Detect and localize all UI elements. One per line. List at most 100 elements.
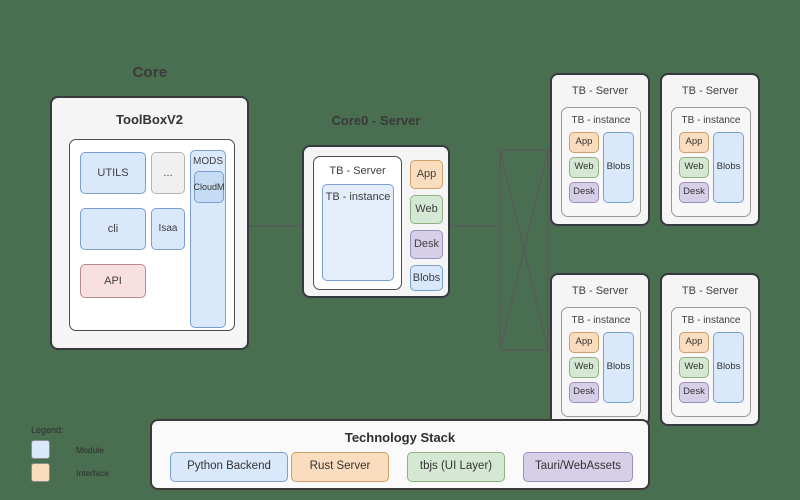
server-top-left-blobs-label: Blobs	[606, 161, 631, 173]
server-top-right: TB - Server TB - instance App Web Desk B…	[660, 73, 760, 226]
server-bottom-left-web-label: Web	[574, 361, 594, 373]
server-bottom-right-blobs-label: Blobs	[716, 361, 741, 373]
server-top-right-blobs[interactable]: Blobs	[713, 132, 744, 203]
server-bottom-left-app-label: App	[575, 336, 593, 348]
server-bottom-left-app[interactable]: App	[569, 332, 599, 353]
mods-container: MODS CloudM	[190, 150, 226, 328]
legend-swatch-interface	[31, 463, 50, 482]
server-top-right-instance-label: TB - instance	[681, 115, 741, 126]
module-cli[interactable]: cli	[80, 208, 146, 250]
core0-tbinstance[interactable]: TB - instance	[322, 184, 394, 281]
server-bottom-left-desk-label: Desk	[573, 386, 595, 398]
interface-api[interactable]: API	[80, 264, 146, 298]
core0-service-app-label: App	[416, 168, 437, 181]
server-top-right-desk[interactable]: Desk	[679, 182, 709, 203]
core0-service-app[interactable]: App	[410, 160, 443, 189]
server-top-right-app[interactable]: App	[679, 132, 709, 153]
core0-title: Core0 - Server	[331, 113, 421, 128]
server-bottom-left-desk[interactable]: Desk	[569, 382, 599, 403]
server-top-right-instance: TB - instance App Web Desk Blobs	[671, 107, 751, 217]
server-top-left-instance: TB - instance App Web Desk Blobs	[561, 107, 641, 217]
server-bottom-right-app-label: App	[685, 336, 703, 348]
legend-item-interface-label: Interface	[76, 467, 110, 478]
legend-title: Legend:	[31, 425, 64, 435]
core0-service-web[interactable]: Web	[410, 195, 443, 224]
mods-item-cloudm-label: CloudM	[193, 181, 225, 192]
server-bottom-right-web[interactable]: Web	[679, 357, 709, 378]
legend-swatch-module	[31, 440, 50, 459]
server-bottom-right-blobs[interactable]: Blobs	[713, 332, 744, 403]
module-utils-label: UTILS	[97, 166, 129, 179]
module-placeholder[interactable]: ...	[151, 152, 185, 194]
server-bottom-right-instance-label: TB - instance	[681, 315, 741, 326]
server-bottom-right: TB - Server TB - instance App Web Desk B…	[660, 273, 760, 426]
tech-item-python-backend-label: Python Backend	[187, 460, 271, 473]
legend-item-interface: Interface	[31, 463, 141, 482]
server-top-right-web-label: Web	[684, 161, 704, 173]
tech-stack-title: Technology Stack	[344, 430, 456, 445]
tech-item-tauri-webassets[interactable]: Tauri/WebAssets	[523, 452, 633, 482]
core0-service-desk[interactable]: Desk	[410, 230, 443, 259]
mods-item-cloudm[interactable]: CloudM	[193, 171, 225, 203]
server-top-right-title: TB - Server	[681, 85, 739, 97]
server-bottom-right-desk-label: Desk	[683, 386, 705, 398]
core-title: Core	[132, 64, 168, 81]
tech-item-python-backend[interactable]: Python Backend	[170, 452, 288, 482]
core0-service-desk-label: Desk	[413, 238, 440, 251]
mods-title: MODS	[193, 156, 223, 167]
server-bottom-left-blobs-label: Blobs	[606, 361, 631, 373]
core0-container: TB - Server TB - instance App Web Desk B…	[302, 145, 450, 298]
server-bottom-left-blobs[interactable]: Blobs	[603, 332, 634, 403]
tech-item-rust-server[interactable]: Rust Server	[291, 452, 389, 482]
legend: Legend: Module Interface	[31, 425, 141, 487]
server-top-left-web-label: Web	[574, 161, 594, 173]
tech-item-tauri-webassets-label: Tauri/WebAssets	[534, 460, 622, 473]
server-bottom-left: TB - Server TB - instance App Web Desk B…	[550, 273, 650, 426]
server-top-left-title: TB - Server	[571, 85, 629, 97]
server-top-right-desk-label: Desk	[683, 186, 705, 198]
core-container: ToolBoxV2 UTILS ... cli Isaa API	[50, 96, 249, 350]
toolbox-inner-container: UTILS ... cli Isaa API MODS CloudM	[69, 139, 235, 331]
server-top-left-instance-label: TB - instance	[571, 115, 631, 126]
server-top-right-blobs-label: Blobs	[716, 161, 741, 173]
legend-item-module-label: Module	[76, 444, 104, 455]
core0-service-blobs[interactable]: Blobs	[410, 265, 443, 291]
server-bottom-right-app[interactable]: App	[679, 332, 709, 353]
server-bottom-left-instance: TB - instance App Web Desk Blobs	[561, 307, 641, 417]
server-top-left-web[interactable]: Web	[569, 157, 599, 178]
module-cli-label: cli	[107, 222, 119, 235]
tech-stack-container: Technology Stack Python Backend Rust Ser…	[150, 419, 650, 490]
edge-cross-up	[499, 149, 549, 351]
module-isaa-label: Isaa	[158, 223, 178, 235]
server-bottom-left-title: TB - Server	[571, 285, 629, 297]
server-bottom-right-title: TB - Server	[681, 285, 739, 297]
server-bottom-left-web[interactable]: Web	[569, 357, 599, 378]
server-top-left-app[interactable]: App	[569, 132, 599, 153]
tech-item-tbjs[interactable]: tbjs (UI Layer)	[407, 452, 505, 482]
core0-service-blobs-label: Blobs	[412, 271, 441, 284]
tech-item-tbjs-label: tbjs (UI Layer)	[419, 460, 493, 473]
server-top-right-app-label: App	[685, 136, 703, 148]
legend-item-module: Module	[31, 440, 141, 459]
server-top-left: TB - Server TB - instance App Web Desk B…	[550, 73, 650, 226]
server-top-left-app-label: App	[575, 136, 593, 148]
server-bottom-left-instance-label: TB - instance	[571, 315, 631, 326]
core0-tbserver-label: TB - Server	[329, 165, 386, 177]
server-bottom-right-desk[interactable]: Desk	[679, 382, 709, 403]
core0-tbinstance-label: TB - instance	[325, 191, 391, 203]
core0-service-web-label: Web	[415, 203, 438, 216]
server-top-right-web[interactable]: Web	[679, 157, 709, 178]
server-bottom-right-instance: TB - instance App Web Desk Blobs	[671, 307, 751, 417]
server-top-left-blobs[interactable]: Blobs	[603, 132, 634, 203]
module-utils[interactable]: UTILS	[80, 152, 146, 194]
server-bottom-right-web-label: Web	[684, 361, 704, 373]
server-top-left-desk[interactable]: Desk	[569, 182, 599, 203]
module-isaa[interactable]: Isaa	[151, 208, 185, 250]
tech-item-rust-server-label: Rust Server	[309, 460, 371, 473]
core0-tbserver: TB - Server TB - instance	[313, 156, 402, 290]
module-placeholder-label: ...	[163, 166, 173, 179]
interface-api-label: API	[104, 274, 122, 287]
server-top-left-desk-label: Desk	[573, 186, 595, 198]
edge-cross-down	[499, 149, 549, 351]
